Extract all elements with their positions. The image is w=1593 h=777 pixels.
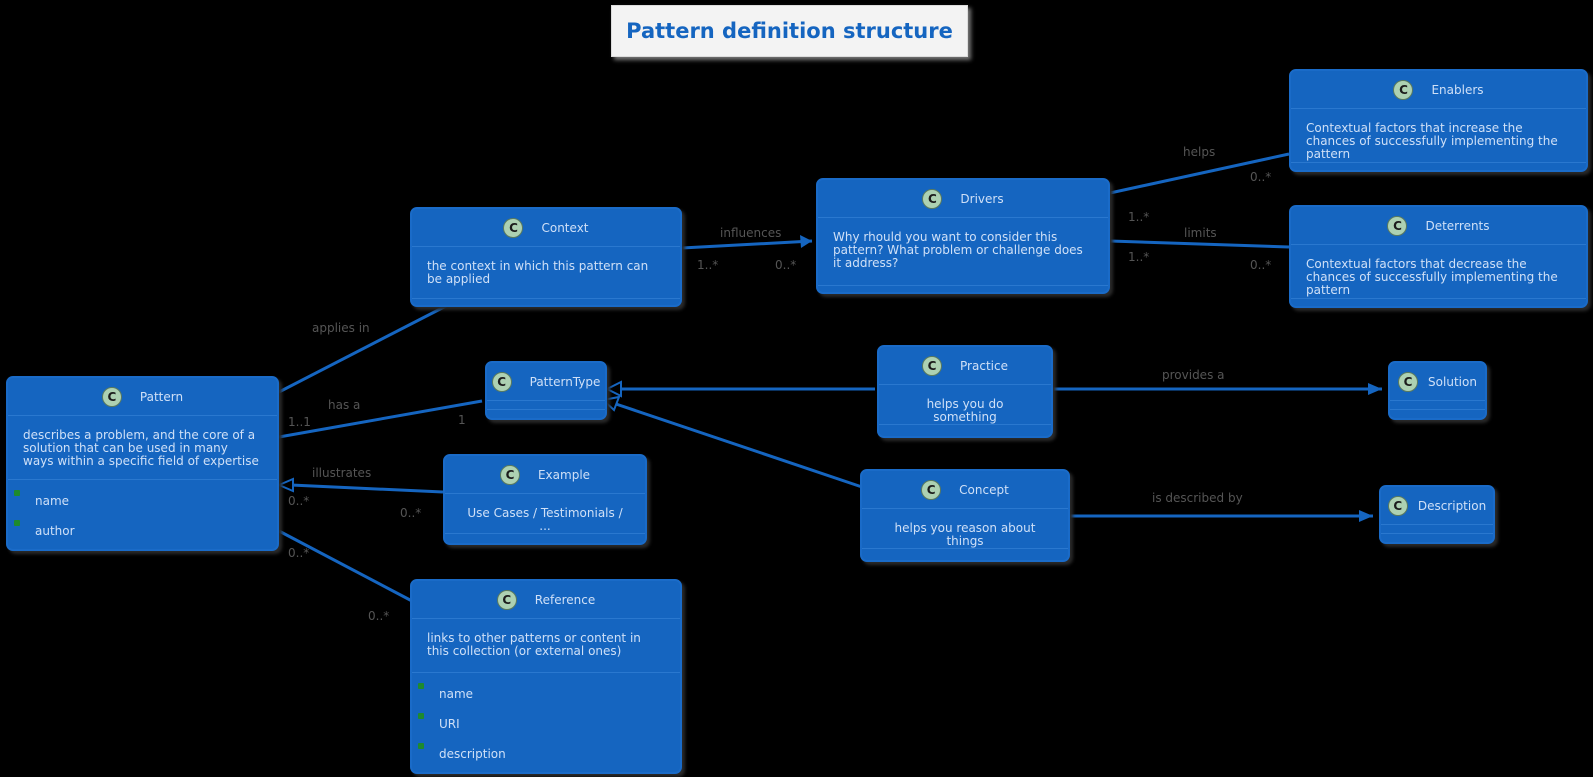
multiplicity-label: 1 bbox=[458, 413, 466, 427]
public-attribute-icon bbox=[418, 713, 424, 719]
multiplicity-label: 0..* bbox=[400, 506, 422, 520]
class-name: Drivers bbox=[960, 191, 1004, 206]
class-concept[interactable]: C Concept helps you reason about things bbox=[860, 469, 1070, 562]
generalization-arrowhead-icon bbox=[604, 380, 622, 398]
drivers-enablers-connector bbox=[1109, 152, 1290, 195]
pattern-reference-connector bbox=[278, 529, 413, 603]
relation-label: applies in bbox=[312, 321, 370, 335]
class-practice[interactable]: C Practice helps you do something bbox=[877, 345, 1053, 438]
class-name: PatternType bbox=[529, 374, 601, 389]
public-attribute-icon bbox=[14, 490, 20, 496]
relation-label: limits bbox=[1184, 226, 1217, 240]
class-icon: C bbox=[503, 217, 524, 238]
context-drivers-connector bbox=[681, 239, 813, 250]
class-description: links to other patterns or content in th… bbox=[412, 619, 680, 673]
class-description: Contextual factors that increase the cha… bbox=[1291, 109, 1586, 163]
generalization-arrowhead-icon bbox=[600, 395, 621, 412]
class-icon: C bbox=[496, 589, 517, 610]
multiplicity-label: 0..* bbox=[775, 258, 797, 272]
class-reference[interactable]: C Reference links to other patterns or co… bbox=[410, 579, 682, 774]
public-attribute-icon bbox=[418, 683, 424, 689]
class-icon: C bbox=[1398, 371, 1419, 392]
class-icon: C bbox=[921, 479, 942, 500]
arrowhead-icon bbox=[1359, 510, 1373, 522]
class-name: Example bbox=[537, 467, 591, 482]
multiplicity-label: 0..* bbox=[1250, 258, 1272, 272]
pattern-patterntype-connector bbox=[278, 399, 483, 439]
multiplicity-label: 0..* bbox=[368, 609, 390, 623]
attribute-row: name bbox=[412, 677, 680, 707]
class-description: helps you reason about things bbox=[862, 509, 1068, 549]
pattern-context-connector bbox=[278, 303, 449, 394]
arrowhead-icon bbox=[800, 235, 812, 248]
class-enablers[interactable]: C Enablers Contextual factors that increa… bbox=[1289, 69, 1588, 172]
public-attribute-icon bbox=[14, 520, 20, 526]
diagram-title: Pattern definition structure bbox=[611, 5, 968, 57]
multiplicity-label: 0..* bbox=[1250, 170, 1272, 184]
class-icon: C bbox=[1387, 215, 1408, 236]
class-drivers[interactable]: C Drivers Why rhould you want to consider… bbox=[816, 178, 1110, 294]
class-name: Context bbox=[541, 220, 589, 235]
attribute-row: name bbox=[8, 484, 277, 514]
drivers-deterrents-connector bbox=[1109, 239, 1290, 249]
class-description-entity[interactable]: C Description bbox=[1379, 485, 1495, 544]
multiplicity-label: 1..* bbox=[1128, 250, 1150, 264]
class-description: Contextual factors that decrease the cha… bbox=[1291, 245, 1586, 299]
relation-label: illustrates bbox=[312, 466, 372, 480]
multiplicity-label: 1..* bbox=[1128, 210, 1150, 224]
relation-label: influences bbox=[720, 226, 782, 240]
class-name: Reference bbox=[534, 592, 596, 607]
class-name: Description bbox=[1417, 498, 1487, 513]
class-name: Concept bbox=[959, 482, 1009, 497]
relation-label: is described by bbox=[1152, 491, 1243, 505]
class-icon: C bbox=[922, 355, 943, 376]
example-pattern-connector bbox=[290, 483, 444, 494]
class-context[interactable]: C Context the context in which this patte… bbox=[410, 207, 682, 307]
relation-label: helps bbox=[1183, 145, 1216, 159]
class-icon: C bbox=[491, 371, 512, 392]
class-icon: C bbox=[1387, 495, 1408, 516]
attribute-row: author bbox=[8, 514, 277, 544]
attribute-row: description bbox=[412, 737, 680, 767]
class-icon: C bbox=[922, 188, 943, 209]
class-name: Practice bbox=[960, 358, 1008, 373]
class-example[interactable]: C Example Use Cases / Testimonials / ... bbox=[443, 454, 647, 545]
relation-label: has a bbox=[328, 398, 361, 412]
multiplicity-label: 1..1 bbox=[288, 415, 311, 429]
class-description: describes a problem, and the core of a s… bbox=[8, 416, 277, 480]
multiplicity-label: 0..* bbox=[288, 546, 310, 560]
attribute-row: URI bbox=[412, 707, 680, 737]
class-icon: C bbox=[101, 386, 122, 407]
class-description: Why rhould you want to consider this pat… bbox=[818, 218, 1108, 286]
class-description: helps you do something bbox=[879, 385, 1051, 425]
class-description: the context in which this pattern can be… bbox=[412, 247, 680, 299]
public-attribute-icon bbox=[418, 743, 424, 749]
class-icon: C bbox=[1393, 79, 1414, 100]
concept-patterntype-connector bbox=[612, 401, 863, 489]
arrowhead-icon bbox=[1368, 383, 1382, 395]
class-header: C Pattern bbox=[8, 378, 277, 416]
class-deterrents[interactable]: C Deterrents Contextual factors that decr… bbox=[1289, 205, 1588, 308]
generalization-arrowhead-icon bbox=[276, 477, 294, 493]
class-description: Use Cases / Testimonials / ... bbox=[445, 494, 645, 534]
class-solution[interactable]: C Solution bbox=[1388, 361, 1487, 420]
class-pattern[interactable]: C Pattern describes a problem, and the co… bbox=[6, 376, 279, 551]
multiplicity-label: 0..* bbox=[288, 494, 310, 508]
class-patterntype[interactable]: C PatternType bbox=[485, 361, 607, 420]
class-name: Solution bbox=[1428, 374, 1477, 389]
class-name: Pattern bbox=[139, 389, 184, 404]
class-name: Deterrents bbox=[1425, 218, 1490, 233]
relation-label: provides a bbox=[1162, 368, 1225, 382]
multiplicity-label: 1..* bbox=[697, 258, 719, 272]
class-name: Enablers bbox=[1431, 82, 1484, 97]
class-icon: C bbox=[499, 464, 520, 485]
